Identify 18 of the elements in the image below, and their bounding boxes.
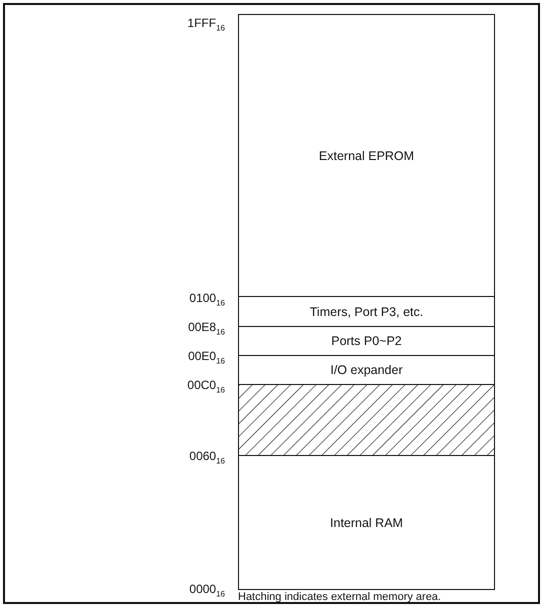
region-label: Timers, Port P3, etc. [310, 304, 424, 318]
address-label: 0100$_{16}$ [189, 291, 225, 310]
memory-region [238, 14, 495, 297]
memory-region [238, 326, 495, 356]
address-label: 00C0$_{16}$ [187, 378, 225, 396]
region-label: I/O expander [330, 363, 403, 377]
address-label: 0060$_{16}$ [189, 449, 225, 468]
region-label: Ports P0~P2 [331, 334, 402, 348]
caption: Hatching indicates external memory area. [238, 591, 441, 603]
memory-region [238, 455, 495, 590]
address-label: 00E8$_{16}$ [188, 320, 225, 338]
memory-region [238, 296, 495, 327]
address-label: 1FFF$_{16}$ [187, 16, 225, 34]
address-label: 00E0$_{16}$ [188, 349, 225, 368]
region-label: External EPROM [318, 148, 414, 162]
region-label: Internal RAM [330, 516, 403, 530]
address-label: 0000$_{16}$ [189, 582, 225, 600]
hatched-region [238, 384, 495, 456]
